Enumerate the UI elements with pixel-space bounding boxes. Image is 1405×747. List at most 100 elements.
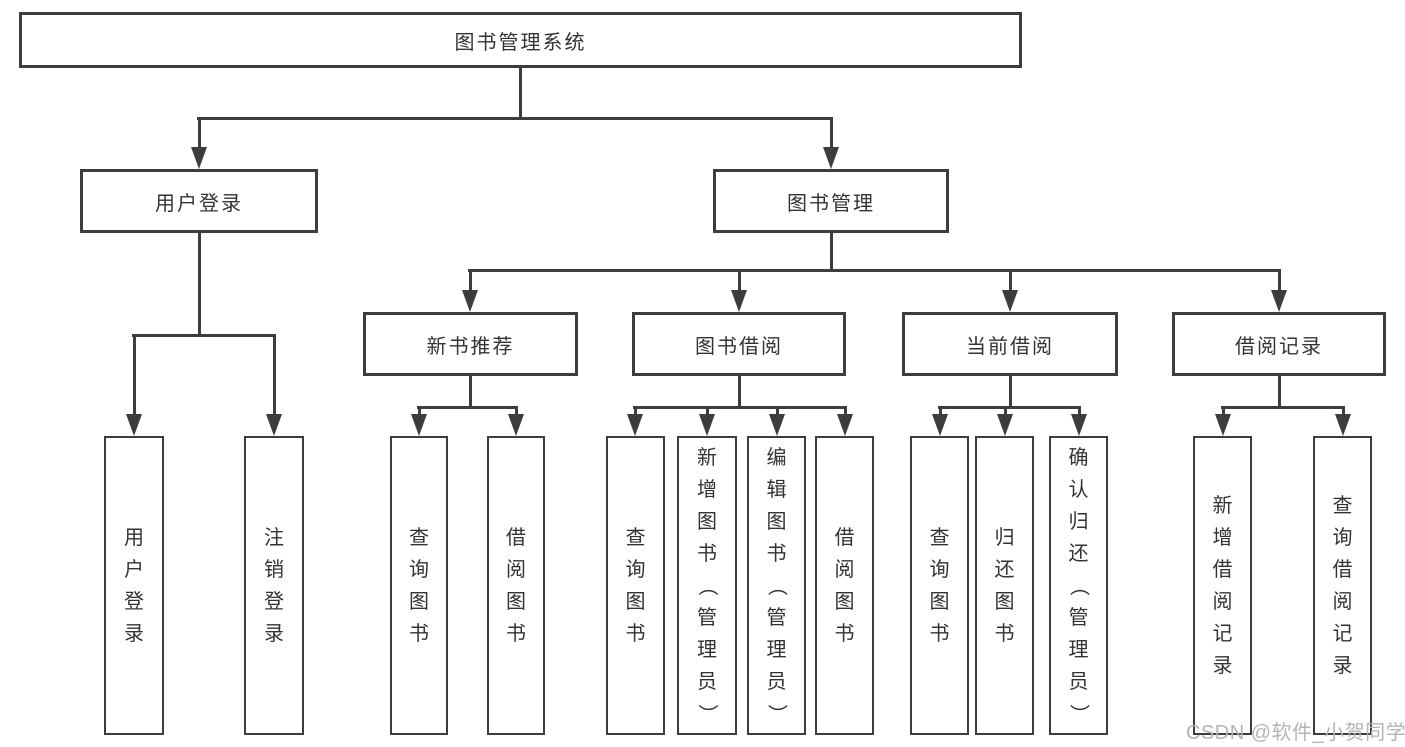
arrow-down-icon: [837, 414, 853, 436]
leaf-confirm-return-admin: 确认归还 （ 管理员 ）: [1049, 436, 1108, 735]
node-library-management-system: 图书管理系统: [19, 12, 1022, 68]
connector-line: [197, 119, 201, 149]
arrow-down-icon: [266, 414, 282, 436]
connector-line: [737, 271, 741, 292]
connector-line: [197, 233, 201, 336]
vertical-char: 录: [1212, 654, 1233, 677]
vertical-char: （: [765, 575, 788, 596]
leaf-query-books-recommend: 查询图书: [390, 436, 448, 735]
connector-line: [633, 406, 847, 409]
node-borrowing-records: 借阅记录: [1172, 312, 1386, 376]
leaf-borrow-books: 借阅图书: [815, 436, 874, 735]
vertical-char: 还: [994, 558, 1015, 581]
vertical-char: 登: [124, 590, 144, 613]
node-label: 图书管理: [787, 192, 875, 215]
vertical-char: 管: [766, 606, 787, 629]
leaf-logout-login: 注销登录: [244, 436, 304, 735]
arrow-down-icon: [823, 147, 839, 169]
connector-line: [417, 408, 421, 416]
arrow-down-icon: [627, 414, 643, 436]
vertical-char: 增: [697, 478, 717, 501]
vertical-char: （: [1067, 575, 1090, 596]
vertical-char: 理: [1068, 638, 1089, 661]
vertical-char: 增: [1212, 526, 1233, 549]
arrow-down-icon: [997, 414, 1013, 436]
connector-line: [132, 334, 276, 337]
connector-line: [1008, 375, 1012, 408]
vertical-char: 查: [409, 526, 429, 549]
vertical-char: 管: [697, 606, 717, 629]
node-label: 用户登录: [155, 192, 243, 215]
vertical-char: 图: [697, 510, 717, 533]
node-label: 图书管理系统: [454, 31, 587, 54]
vertical-char: 注: [264, 526, 284, 549]
vertical-char: 书: [994, 622, 1015, 645]
vertical-char: ）: [696, 703, 718, 724]
vertical-char: 图: [506, 590, 526, 613]
node-book-management: 图书管理: [713, 169, 949, 233]
connector-line: [705, 408, 709, 416]
vertical-char: 阅: [506, 558, 526, 581]
leaf-return-books: 归还图书: [975, 436, 1034, 735]
node-book-borrowing: 图书借阅: [632, 312, 846, 376]
vertical-char: 书: [834, 622, 855, 645]
leaf-query-books-borrowing: 查询图书: [606, 436, 665, 735]
vertical-char: 询: [1332, 526, 1353, 549]
vertical-char: 记: [1332, 622, 1353, 645]
node-new-book-recommendation: 新书推荐: [363, 312, 578, 376]
vertical-char: （: [696, 575, 718, 596]
connector-line: [1008, 271, 1012, 292]
arrow-down-icon: [1215, 414, 1231, 436]
node-label: 借阅记录: [1235, 335, 1323, 358]
vertical-char: 还: [1068, 542, 1089, 565]
vertical-char: 书: [766, 542, 787, 565]
connector-line: [1003, 408, 1007, 416]
connector-line: [938, 406, 1081, 409]
vertical-char: 新: [697, 446, 717, 469]
node-label: 图书借阅: [695, 335, 783, 358]
node-label: 当前借阅: [966, 335, 1054, 358]
leaf-add-books-admin: 新增图书（管理员）: [677, 436, 737, 735]
connector-line: [775, 408, 779, 416]
vertical-char: 询: [929, 558, 950, 581]
vertical-char: 确: [1068, 446, 1089, 469]
vertical-char: ）: [1067, 703, 1090, 724]
arrow-down-icon: [932, 414, 948, 436]
vertical-char: 借: [1332, 558, 1353, 581]
vertical-char: 图: [994, 590, 1015, 613]
vertical-char: 归: [994, 526, 1015, 549]
vertical-char: 阅: [834, 558, 855, 581]
vertical-char: 用: [124, 526, 144, 549]
arrow-down-icon: [1071, 414, 1087, 436]
arrow-down-icon: [731, 290, 747, 312]
arrow-down-icon: [191, 147, 207, 169]
connector-line: [272, 336, 276, 416]
vertical-char: ）: [765, 703, 788, 724]
csdn-watermark: CSDN @软件_小贺同学: [1186, 722, 1405, 744]
connector-line: [518, 68, 522, 119]
vertical-char: 查: [625, 526, 646, 549]
vertical-char: 员: [1068, 670, 1089, 693]
vertical-char: 销: [264, 558, 284, 581]
leaf-query-borrow-record: 查询借阅记录: [1313, 436, 1372, 735]
vertical-char: 查: [929, 526, 950, 549]
connector-line: [1077, 408, 1081, 416]
connector-line: [829, 119, 833, 149]
vertical-char: 借: [834, 526, 855, 549]
vertical-char: 认: [1068, 478, 1089, 501]
connector-line: [197, 117, 833, 120]
vertical-char: 询: [625, 558, 646, 581]
vertical-char: 询: [409, 558, 429, 581]
vertical-char: 阅: [1332, 590, 1353, 613]
vertical-char: 管: [1068, 606, 1089, 629]
connector-line: [843, 408, 847, 416]
connector-line: [417, 406, 518, 409]
vertical-char: 归: [1068, 510, 1089, 533]
vertical-char: 图: [409, 590, 429, 613]
connector-line: [1277, 375, 1281, 408]
arrow-down-icon: [1335, 414, 1351, 436]
vertical-char: 查: [1332, 494, 1353, 517]
arrow-down-icon: [462, 290, 478, 312]
vertical-char: 录: [1332, 654, 1353, 677]
